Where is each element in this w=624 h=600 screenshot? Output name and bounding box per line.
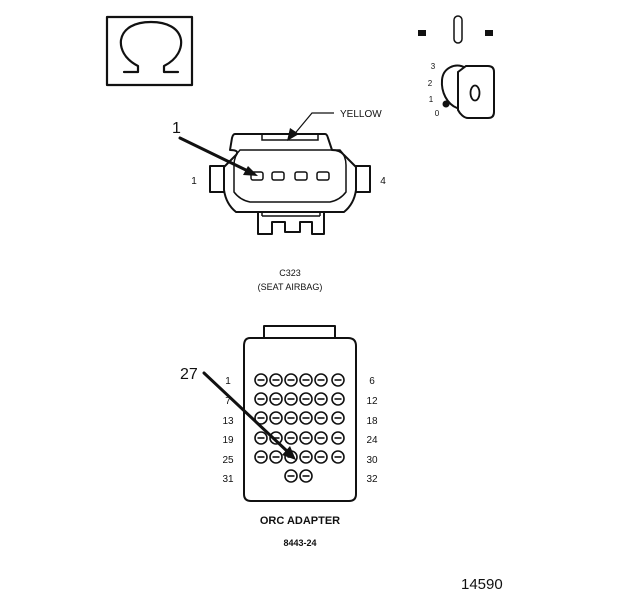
orc-adapter-pin-grid — [254, 373, 345, 483]
ignition-off-position-dot — [442, 100, 450, 108]
orc-row-label-right: 18 — [366, 416, 378, 427]
orc-row-label-left: 19 — [222, 435, 234, 446]
ohmmeter-frame — [105, 15, 194, 87]
orc-row-label-left: 7 — [225, 396, 231, 407]
ignition-slot-icon — [453, 15, 463, 44]
c323-title: C323 — [279, 268, 301, 278]
orc-adapter: 1 7 13 19 25 31 6 12 18 24 30 32 27 ORC … — [180, 325, 378, 548]
c323-lock-tab — [257, 211, 325, 235]
orc-row-label-right: 6 — [369, 376, 375, 387]
orc-adapter-title: ORC ADAPTER — [260, 515, 340, 527]
orc-row-label-right: 24 — [366, 435, 378, 446]
ignition-position-0: 0 — [435, 109, 440, 118]
orc-row-label-right: 30 — [366, 455, 378, 466]
c323-body — [223, 133, 357, 213]
figure-number: 14590 — [461, 576, 503, 593]
c323-left-latch — [209, 165, 225, 193]
orc-row-label-left: 25 — [222, 455, 234, 466]
ohmmeter-symbol — [105, 15, 194, 87]
c323-pin-cavity — [294, 171, 308, 181]
ignition-position-3: 3 — [431, 62, 436, 71]
c323-pin-cavity — [250, 171, 264, 181]
c323-pin-cavity — [316, 171, 330, 181]
c323-subtitle: (SEAT AIRBAG) — [258, 282, 323, 292]
orc-row-label-right: 32 — [366, 474, 378, 485]
orc-adapter-body — [243, 337, 357, 502]
c323-connector: 1 4 YELLOW 1 C323 (SEAT AIRBAG) — [172, 109, 386, 292]
orc-row-label-left: 31 — [222, 474, 234, 485]
ignition-off-marker-right — [485, 30, 493, 36]
c323-inner-face — [233, 149, 347, 203]
orc-row-label-left: 13 — [222, 416, 234, 427]
orc-callout-number: 27 — [180, 366, 198, 383]
c323-right-latch — [355, 165, 371, 193]
ignition-position-1: 1 — [429, 95, 434, 104]
c323-callout-arrowhead — [243, 166, 258, 176]
orc-callout-arrowhead — [282, 446, 296, 460]
ignition-off-marker-left — [418, 30, 426, 36]
orc-row-label-right: 12 — [366, 396, 378, 407]
ignition-key-icon — [457, 65, 495, 119]
c323-callout-leader — [178, 136, 252, 174]
wire-color-arrowhead — [287, 128, 299, 141]
ignition-switch-symbol: 3 2 1 0 — [418, 15, 495, 119]
orc-adapter-part-number: 8443-24 — [283, 538, 316, 548]
c323-top-guide — [261, 134, 319, 141]
ignition-position-2: 2 — [428, 79, 433, 88]
key-hole-icon — [469, 84, 481, 102]
c323-pin-cavity — [271, 171, 285, 181]
wire-color-label: YELLOW — [340, 109, 382, 120]
wire-color-leader — [291, 112, 334, 138]
orc-callout-leader — [202, 371, 290, 454]
c323-pin-left-label: 1 — [191, 176, 197, 187]
orc-row-label-left: 1 — [225, 376, 231, 387]
orc-adapter-top-key — [263, 325, 336, 339]
c323-callout-number: 1 — [172, 120, 181, 137]
c323-pin-right-label: 4 — [380, 176, 386, 187]
ohm-icon — [119, 20, 183, 74]
